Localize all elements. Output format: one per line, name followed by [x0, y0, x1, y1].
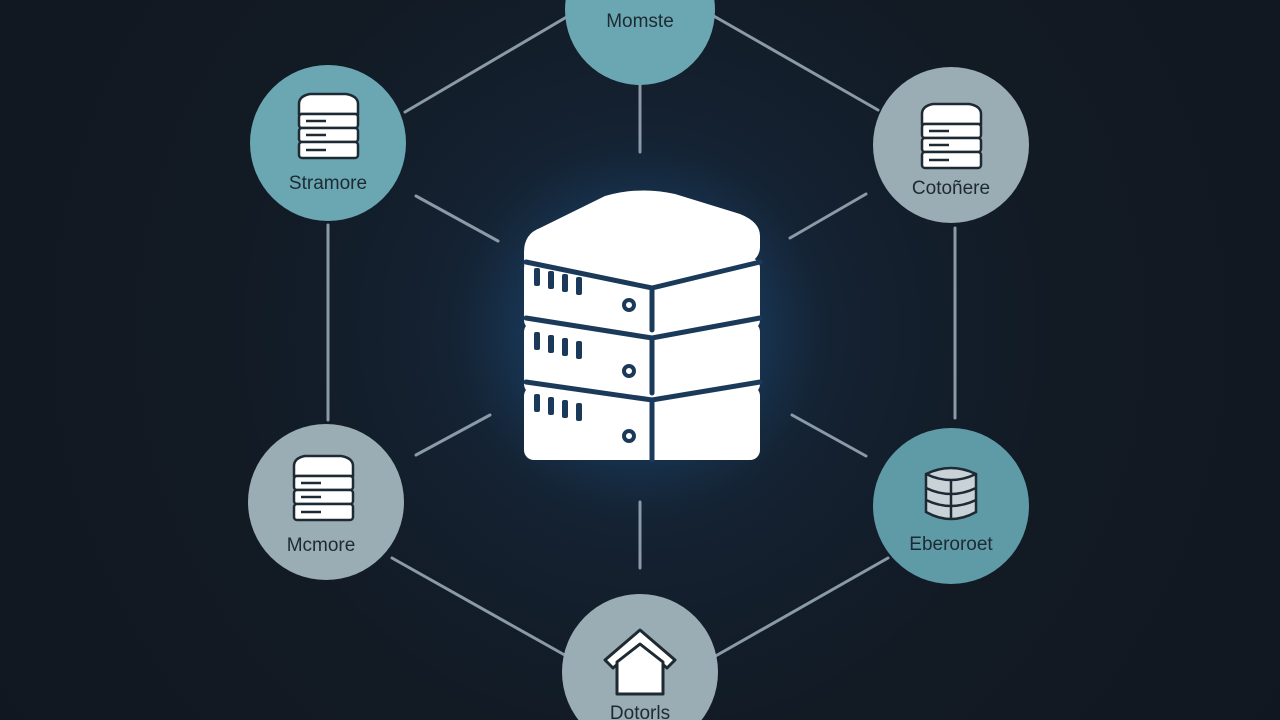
node-upper-right-label: Cotoñere: [912, 178, 990, 199]
connector-lower-right-bottom: [710, 556, 890, 660]
connector-spoke-upper-right: [788, 192, 868, 240]
node-lower-left: Mcmore: [248, 424, 404, 580]
home-icon: [603, 628, 677, 696]
node-lower-right: Eberoroet: [873, 428, 1029, 584]
node-top-circle: [565, 0, 715, 85]
node-bottom: Dotorls: [562, 594, 718, 720]
connector-spoke-lower-right: [790, 413, 868, 458]
center-server-unit-3: [524, 386, 760, 460]
connector-top-upper-left: [403, 13, 572, 114]
node-top-label: Momste: [606, 11, 674, 32]
node-upper-right: Cotoñere: [873, 67, 1029, 223]
server-stack-icon: [297, 92, 360, 160]
connector-spoke-upper-left: [414, 194, 500, 243]
database-icon: [924, 466, 978, 521]
node-upper-left-label: Stramore: [289, 173, 367, 194]
connector-top-upper-right: [710, 13, 880, 112]
node-upper-left: Stramore: [250, 65, 406, 221]
center-server-unit-2: [524, 322, 760, 394]
connector-spoke-lower-left: [414, 413, 492, 457]
server-stack-icon: [292, 454, 355, 522]
connectors: [326, 13, 957, 660]
node-bottom-label: Dotorls: [610, 703, 670, 720]
node-lower-left-label: Mcmore: [287, 535, 356, 556]
server-stack-icon: [920, 102, 983, 170]
connector-lower-left-bottom: [390, 556, 572, 660]
node-top: Momste: [565, 0, 715, 85]
server-stack-icon: [523, 190, 763, 463]
node-lower-right-label: Eberoroet: [909, 534, 993, 555]
